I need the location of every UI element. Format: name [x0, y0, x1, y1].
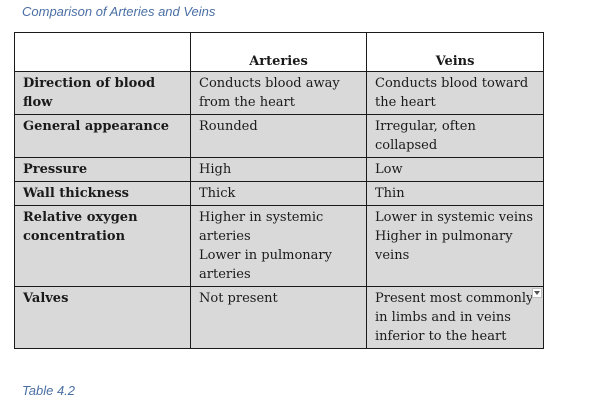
veins-cell: Conducts blood toward the heart: [366, 71, 544, 115]
veins-cell: Present most commonly in limbs and in ve…: [366, 286, 544, 349]
cell-text: Lower in pulmonary arteries: [199, 248, 332, 282]
row-label: Direction of blood flow: [14, 71, 191, 115]
arteries-cell: High: [190, 157, 367, 182]
cell-text: Thick: [199, 186, 236, 201]
cell-text: Conducts blood toward the heart: [375, 76, 529, 110]
table-row: Valves Not present Present most commonly…: [14, 286, 544, 349]
cell-text: Higher in pulmonary veins: [375, 229, 513, 263]
cell-text: Irregular, often collapsed: [375, 119, 476, 153]
arteries-cell: Higher in systemic arteries Lower in pul…: [190, 205, 367, 287]
arteries-cell: Thick: [190, 181, 367, 206]
table-header-row: Arteries Veins: [14, 32, 544, 72]
table-row: Wall thickness Thick Thin: [14, 181, 544, 206]
arteries-cell: Not present: [190, 286, 367, 349]
arteries-cell: Conducts blood away from the heart: [190, 71, 367, 115]
cell-text: Higher in systemic arteries: [199, 210, 324, 244]
table-row: Relative oxygen concentration Higher in …: [14, 205, 544, 287]
veins-cell: Low: [366, 157, 544, 182]
cell-text: Thin: [375, 186, 405, 201]
header-cell-arteries: Arteries: [190, 32, 367, 72]
comparison-table: Arteries Veins Direction of blood flow C…: [14, 32, 544, 349]
row-label: Pressure: [14, 157, 191, 182]
veins-cell: Thin: [366, 181, 544, 206]
cell-text: Rounded: [199, 119, 258, 134]
row-label: Valves: [14, 286, 191, 349]
veins-cell: Lower in systemic veins Higher in pulmon…: [366, 205, 544, 287]
cell-text: High: [199, 162, 232, 177]
cell-text: Conducts blood away from the heart: [199, 76, 340, 110]
cell-text: Lower in systemic veins: [375, 210, 534, 225]
table-label: Table 4.2: [22, 383, 76, 398]
cell-text: Present most commonly in limbs and in ve…: [375, 291, 534, 344]
cell-text: Not present: [199, 291, 278, 306]
row-label: Relative oxygen concentration: [14, 205, 191, 287]
table-row: Direction of blood flow Conducts blood a…: [14, 71, 544, 115]
table-row: General appearance Rounded Irregular, of…: [14, 114, 544, 158]
row-label: General appearance: [14, 114, 191, 158]
chevron-down-icon[interactable]: [532, 288, 542, 298]
cell-text: Low: [375, 162, 403, 177]
veins-cell: Irregular, often collapsed: [366, 114, 544, 158]
row-label: Wall thickness: [14, 181, 191, 206]
arteries-cell: Rounded: [190, 114, 367, 158]
header-cell-feature: [14, 32, 191, 72]
table-caption: Comparison of Arteries and Veins: [22, 4, 216, 19]
header-cell-veins: Veins: [366, 32, 544, 72]
table-row: Pressure High Low: [14, 157, 544, 182]
